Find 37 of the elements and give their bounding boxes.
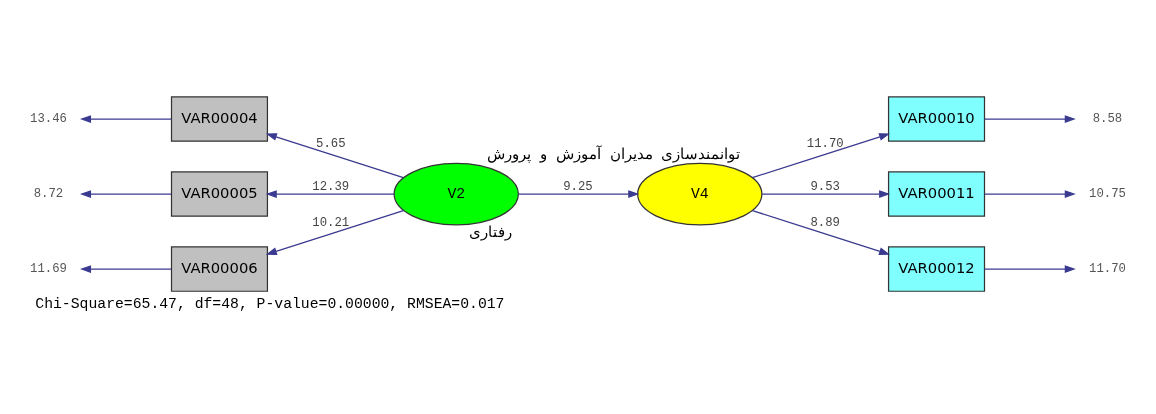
node-box: VAR00006 [170, 246, 269, 292]
node-box: VAR00010 [887, 96, 986, 142]
node-text: 10.75 [1089, 187, 1126, 202]
node-box: VAR00005 [170, 171, 269, 217]
arrow [984, 190, 1076, 198]
node-box: VAR00011 [887, 171, 986, 217]
node-box: VAR00004 [170, 96, 269, 142]
arrow [265, 133, 404, 179]
arrow [79, 265, 172, 273]
node-text: 11.69 [30, 262, 67, 277]
node-ellipse: V4 [637, 162, 763, 226]
edge-label: 5.65 [316, 137, 346, 152]
edge-label: 10.21 [312, 216, 350, 231]
arrow [751, 209, 891, 255]
node-text: 8.58 [1092, 112, 1123, 127]
node-ellipse: V2 [393, 162, 519, 226]
edge-label: 11.70 [806, 137, 844, 152]
edge-label: 8.89 [810, 216, 840, 231]
edge-label: 9.25 [563, 180, 593, 195]
arrow [761, 190, 891, 198]
node-box: VAR00012 [887, 246, 986, 292]
node-text: 13.46 [30, 112, 67, 127]
arrow [984, 265, 1076, 273]
node-label: رفتاری [468, 224, 512, 241]
arrow [518, 190, 640, 198]
arrow [79, 190, 172, 198]
arrow [79, 115, 172, 123]
node-text: 11.70 [1089, 262, 1126, 277]
edge-label: 9.53 [810, 180, 840, 195]
arrow [984, 115, 1076, 123]
caption: Chi-Square=65.47, df=48, P-value=0.00000, RMSEA=0.017 [35, 295, 505, 312]
node-text: 8.72 [33, 187, 64, 202]
node-label: توانمندسازی مدیران آموزش و پرورش [486, 147, 741, 164]
arrow [265, 190, 395, 198]
arrow [265, 210, 404, 255]
edge-label: 12.39 [312, 180, 350, 195]
arrow [751, 133, 891, 179]
